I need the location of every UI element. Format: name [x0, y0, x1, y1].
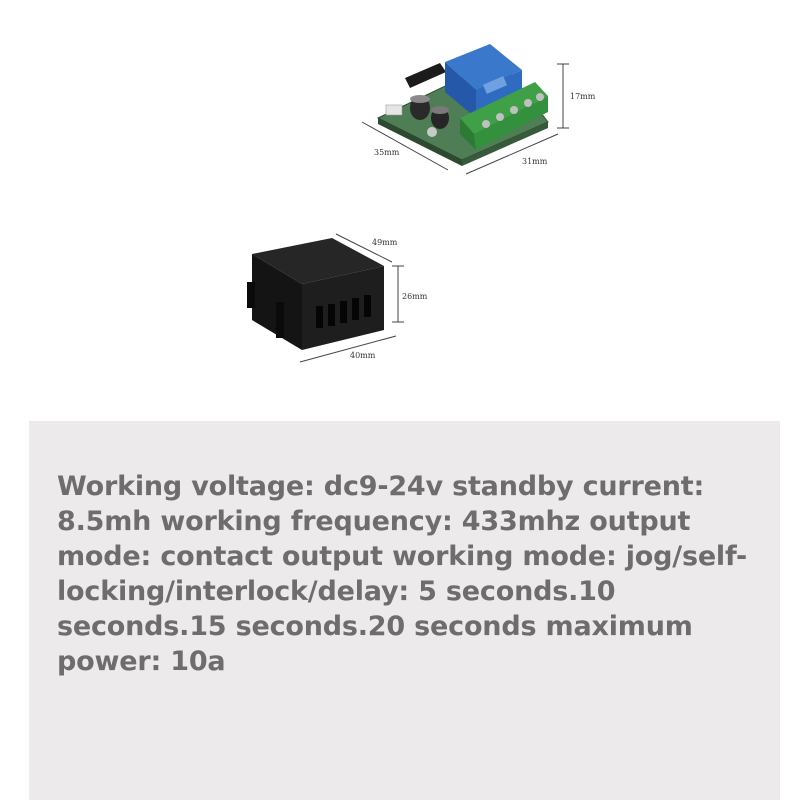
- pcb-length-label: 35mm: [374, 148, 400, 157]
- case-dimension-lines: [299, 233, 404, 363]
- case-length-label: 40mm: [350, 351, 376, 360]
- specifications-panel: Working voltage: dc9-24v standby current…: [29, 421, 780, 800]
- specifications-text: Working voltage: dc9-24v standby current…: [57, 471, 748, 677]
- pcb-width-label: 31mm: [522, 157, 548, 166]
- product-diagram: 17mm 35mm 31mm 49mm 26mm 40mm: [247, 44, 596, 363]
- pcb-dimension-lines: [361, 63, 569, 175]
- pcb-height-label: 17mm: [570, 92, 596, 101]
- case-image: [247, 238, 384, 350]
- case-height-label: 26mm: [402, 292, 428, 301]
- case-width-label: 49mm: [372, 238, 398, 247]
- pcb-module-image: [376, 44, 549, 166]
